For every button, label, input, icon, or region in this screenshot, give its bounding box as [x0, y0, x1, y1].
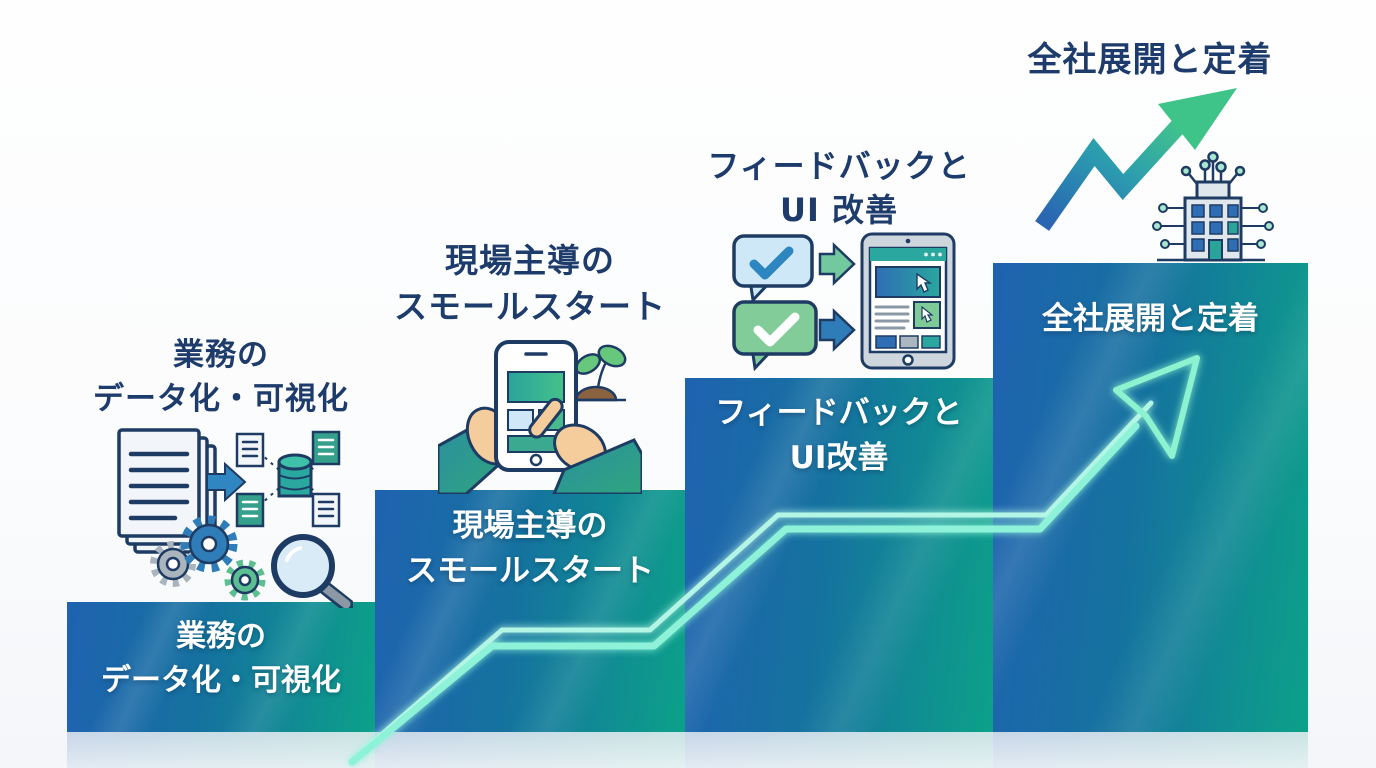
zigzag-growth-arrow-smart-building-icon — [1035, 88, 1274, 262]
gears-icon — [150, 515, 266, 601]
zigzag-growth-arrow-icon — [1035, 88, 1237, 231]
step4-header: 全社展開と定着 — [1027, 40, 1273, 80]
feedback-chat-bubbles-tablet-icon — [732, 232, 956, 372]
floor-reflection — [67, 732, 1308, 768]
step4-block-label: 全社展開と定着 — [1042, 301, 1259, 337]
step3-header: フィードバックと UI 改善 — [707, 147, 971, 230]
tablet-icon — [860, 232, 956, 370]
documents-to-database-gears-magnifier-icon — [117, 428, 353, 608]
step2-block-label: 現場主導の スモールスタート — [406, 508, 654, 589]
step1-block: 業務の データ化・可視化 — [67, 602, 375, 732]
step2-block: 現場主導の スモールスタート — [375, 490, 685, 732]
step2-header: 現場主導の スモールスタート — [394, 241, 666, 327]
step1-block-label: 業務の データ化・可視化 — [101, 619, 341, 698]
hands-smartphone-sprout-icon — [438, 340, 642, 494]
step3-block: フィードバックと UI改善 — [685, 378, 993, 732]
smart-building-icon — [1152, 151, 1274, 262]
step1-header: 業務の データ化・可視化 — [93, 337, 349, 418]
step4-block: 全社展開と定着 — [993, 263, 1308, 732]
step3-block-label: フィードバックと UI改善 — [715, 395, 963, 476]
magnifier-icon — [271, 534, 353, 608]
